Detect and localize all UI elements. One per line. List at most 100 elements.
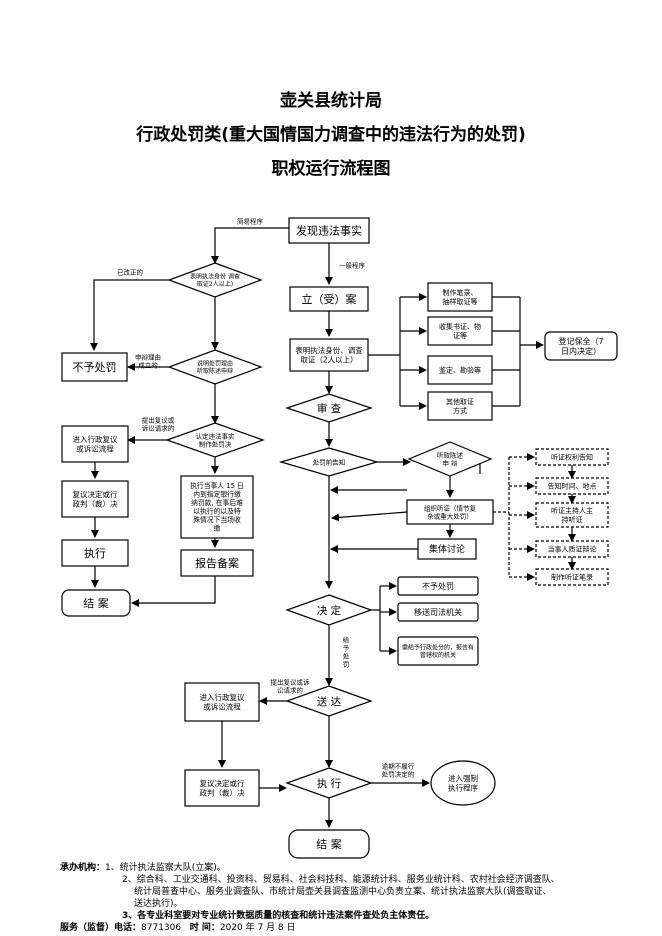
reconsider-mid-label: 进入行政复议或诉讼流程 [200, 692, 245, 711]
evidence-1-label: 收集书证、物证等 [439, 322, 481, 340]
reconsider-result-mid-label: 复议决定或行政判（裁）决 [200, 778, 245, 797]
investigate-label: 表明执法身份、调查取证（2人以上） [295, 345, 363, 364]
footer-phone: 8771306 [141, 923, 182, 933]
confirm-facts-label: 认定违法事实制作处罚决 [196, 431, 236, 448]
deliver-diamond [285, 685, 373, 717]
footer: 承办机构：1、统计执法监察大队(立案)。 2、综合科、工业交通科、投资科、贸易科… [60, 862, 640, 934]
no-penalty-left-label: 不予处罚 [73, 361, 117, 374]
end-left-box [61, 589, 131, 617]
decide-label: 决 定 [317, 604, 342, 617]
reconsider-left-label: 进入行政复议或诉讼流程 [73, 434, 118, 453]
edge-label-appeal-1: 提出复议或诉讼请求的 [142, 415, 175, 432]
hearing-step-3-box [535, 540, 609, 558]
decide-outcome-1-box [397, 602, 479, 622]
hearing-step-1-box [535, 477, 609, 495]
execute-mid-diamond [285, 767, 373, 799]
decide-outcome-0-box [397, 576, 479, 596]
page-title-flowchart: 职权运行流程图 [271, 159, 391, 179]
register-label: 立（受）案 [302, 292, 357, 306]
footer-org-line4: 送达执行)。 [134, 899, 183, 909]
evidence-1-box [427, 316, 493, 346]
pre-notice-diamond [278, 447, 380, 477]
end-mid-label: 结 案 [316, 837, 342, 851]
pay-notice-label: 执行当事人 15 日内到指定银行缴纳罚款, 在事后难以执行的以及特殊情况下当场收… [190, 481, 244, 533]
execute-left-label: 执行 [84, 546, 106, 560]
end-mid-box [288, 829, 370, 859]
footer-date: 2020 年 7 月 8 日 [219, 923, 296, 933]
end-left-label: 结 案 [83, 596, 109, 610]
register-box [289, 286, 369, 312]
collective-box [417, 538, 477, 560]
edge-label-appeal-2: 提出复议或诉讼请求的 [271, 677, 311, 694]
hearing-step-4-box [535, 568, 609, 586]
reconsider-result-mid-box [184, 769, 260, 807]
decide-outcome-2-label: 需給予行政处分的，报告有管辖权的机关 [402, 643, 474, 659]
decide-diamond [285, 594, 373, 626]
edge-hearing-back [331, 511, 408, 522]
discover-node-box [288, 217, 370, 244]
evidence-3-label: 其他取证方式 [446, 397, 474, 415]
review-diamond [285, 393, 373, 423]
page-title-org: 壶关县统计局 [280, 91, 382, 111]
reconsider-result-left-label: 复议决定或行政判（裁）决 [73, 489, 118, 508]
reconsider-left-box [61, 425, 129, 463]
footer-org-line5: 3、各专业科室要对专业统计数据质量的核查和统计违法案件查处负主体责任。 [122, 911, 435, 921]
evidence-0-box [427, 282, 493, 312]
explain-reason-diamond [167, 349, 263, 385]
edge-corrected [90, 279, 169, 351]
evidence-2-box [427, 355, 493, 385]
edge-label-reason-valid: 申辩理由成立的 [135, 352, 161, 369]
hearing-org-label: 组织听证（情节复杂或重大处罚） [424, 503, 477, 520]
preserve-box [544, 331, 618, 361]
confirm-facts-diamond [165, 422, 265, 458]
edge-label-general-procedure: 一般程序 [339, 260, 366, 269]
deliver-label: 送 达 [317, 695, 342, 708]
force-execution-ellipse [430, 760, 496, 806]
evidence-0-label: 制作笔录、抽样取证等 [443, 288, 478, 306]
hearing-step-2-label: 听证主持人主持听证 [551, 506, 593, 524]
investigate-box [289, 338, 369, 372]
footer-org-label: 承办机构： [60, 863, 106, 873]
edge-report-end [131, 576, 216, 607]
execute-mid-label: 执 行 [317, 777, 342, 790]
hear-statement-label: 听取陈述申 辩 [437, 450, 464, 467]
reconsider-mid-box [184, 682, 260, 722]
footer-org-line3: 统计局普查中心、服务业调查队、市统计局壶关县调查监测中心负责立案、统计执法监察大… [134, 887, 552, 897]
discover-node-label: 发现违法事实 [296, 223, 362, 237]
collective-label: 集体讨论 [429, 543, 465, 555]
decide-outcome-0-label: 不予处罚 [422, 581, 454, 591]
hearing-step-0-box [535, 448, 609, 466]
edge-label-give-penalty: 给予处罚 [343, 635, 350, 668]
review-label: 审 查 [317, 402, 342, 415]
hearing-step-3-label: 当事人质证辩论 [548, 545, 597, 554]
decide-outcome-2-box [397, 636, 479, 666]
evidence-3-box [427, 391, 493, 421]
force-execution-label: 进入强制执行程序 [448, 773, 478, 792]
reconsider-result-left-box [61, 480, 129, 518]
footer-phone-label: 服务（监督）电话： [60, 923, 142, 933]
pre-notice-label: 处罚前告知 [313, 457, 346, 466]
edge-label-overdue: 逾期不履行处罚决定的 [382, 761, 415, 778]
execute-left-box [61, 539, 129, 567]
pay-notice-box [180, 475, 254, 539]
hearing-step-0-label: 听证权利告知 [551, 453, 593, 462]
evidence-2-label: 鉴定、勘验等 [439, 366, 481, 375]
report-box [180, 549, 254, 577]
footer-time-label: 时 间： [189, 923, 220, 933]
footer-org-line2: 2、综合科、工业交通科、投资科、贸易科、社会科技科、能源统计科、服务业统计科、农… [122, 875, 560, 885]
no-penalty-left-box [61, 352, 128, 382]
hearing-step-1-label: 告知时间、地点 [548, 482, 597, 491]
hear-statement-diamond [407, 441, 493, 477]
page-title-category: 行政处罚类(重大国情国力调查中的违法行为的处罚) [136, 125, 526, 145]
edge-label-simple-procedure: 简易程序 [237, 216, 264, 225]
hearing-org-box [406, 499, 494, 525]
edge-label-corrected: 已改正的 [117, 267, 144, 276]
explain-reason-label: 说明处罚理由听取陈述申辩 [197, 359, 233, 375]
decide-outcome-1-label: 移送司法机关 [414, 607, 462, 617]
simple-check-label: 表明执法身份 调查取证2人以上) [190, 272, 240, 288]
hearing-step-4-label: 制作听证笔录 [551, 573, 593, 582]
footer-org-line1: 1、统计执法监察大队(立案)。 [105, 863, 226, 873]
edge-simple [211, 227, 289, 264]
